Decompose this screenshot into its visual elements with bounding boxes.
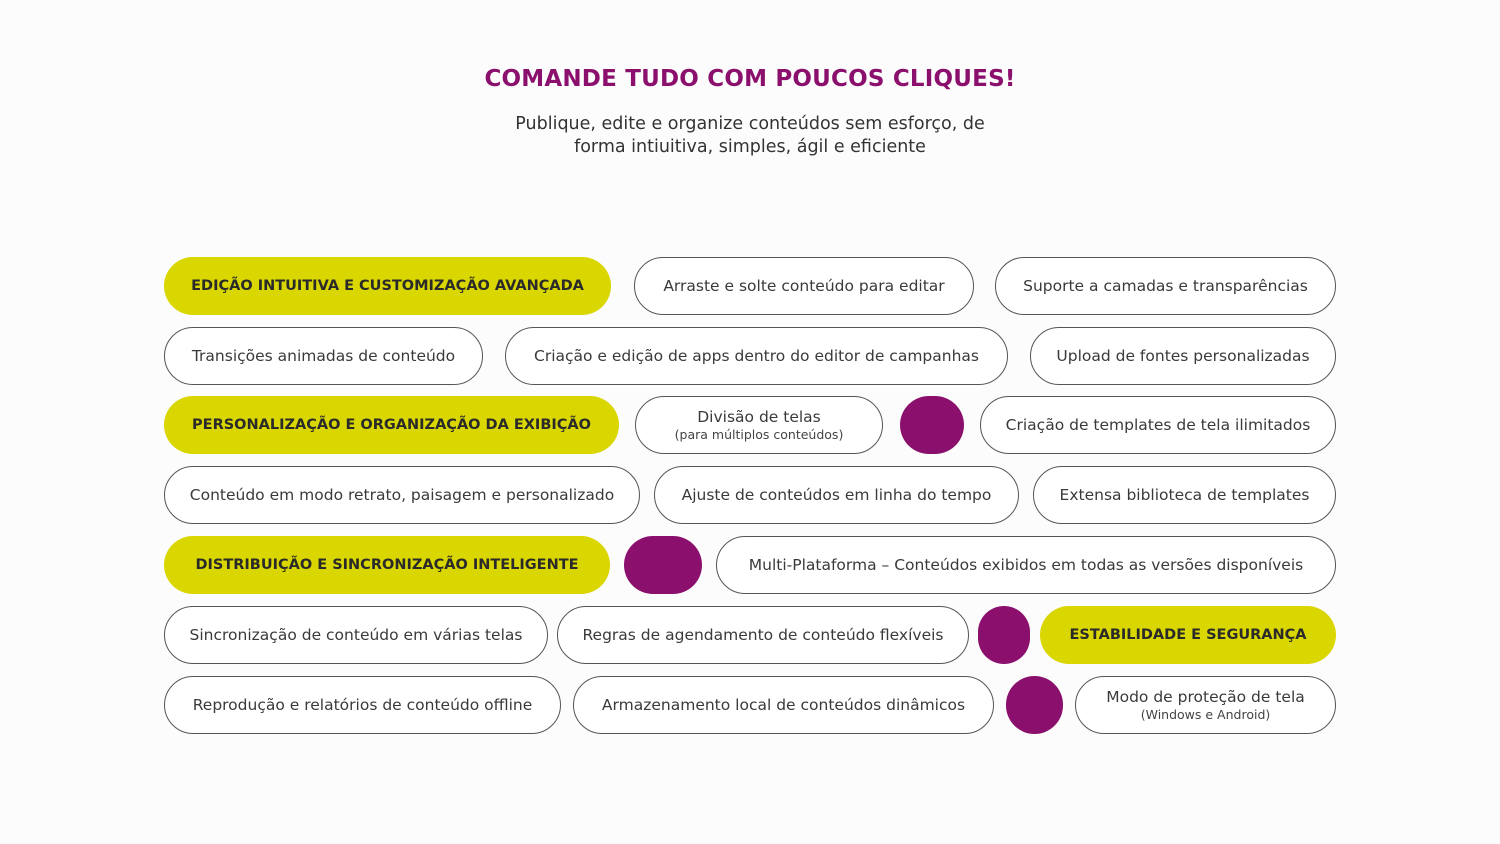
feature-note: (Windows e Android) — [1140, 707, 1271, 722]
decorative-dot — [900, 396, 964, 454]
feature-pill-linha-tempo: Ajuste de conteúdos em linha do tempo — [654, 466, 1019, 524]
decorative-dot — [1006, 676, 1063, 734]
category-label: PERSONALIZAÇÃO E ORGANIZAÇÃO DA EXIBIÇÃO — [192, 416, 591, 433]
feature-pill-divisao: Divisão de telas (para múltiplos conteúd… — [635, 396, 883, 454]
category-label: DISTRIBUIÇÃO E SINCRONIZAÇÃO INTELIGENTE — [195, 556, 579, 573]
feature-pill-camadas: Suporte a camadas e transparências — [995, 257, 1336, 315]
feature-label: Regras de agendamento de conteúdo flexív… — [582, 625, 944, 644]
feature-pill-sincronizacao: Sincronização de conteúdo em várias tela… — [164, 606, 548, 664]
category-pill-personalizacao: PERSONALIZAÇÃO E ORGANIZAÇÃO DA EXIBIÇÃO — [164, 396, 619, 454]
feature-label: Multi-Plataforma – Conteúdos exibidos em… — [748, 555, 1304, 574]
feature-label: Transições animadas de conteúdo — [191, 346, 456, 365]
feature-label: Upload de fontes personalizadas — [1056, 346, 1310, 365]
feature-pill-templates-tela: Criação de templates de tela ilimitados — [980, 396, 1336, 454]
feature-pill-protecao-tela: Modo de proteção de tela (Windows e Andr… — [1075, 676, 1336, 734]
subtitle-line-2: forma intiuitiva, simples, ágil e eficie… — [574, 137, 926, 157]
feature-pill-agendamento: Regras de agendamento de conteúdo flexív… — [557, 606, 969, 664]
feature-label: Modo de proteção de tela — [1106, 688, 1305, 706]
decorative-dot — [624, 536, 702, 594]
feature-pill-offline: Reprodução e relatórios de conteúdo offl… — [164, 676, 561, 734]
feature-pill-arraste: Arraste e solte conteúdo para editar — [634, 257, 974, 315]
feature-label: Ajuste de conteúdos em linha do tempo — [681, 485, 992, 504]
category-pill-estabilidade: ESTABILIDADE E SEGURANÇA — [1040, 606, 1336, 664]
decorative-dot — [978, 606, 1030, 664]
feature-pill-transicoes: Transições animadas de conteúdo — [164, 327, 483, 385]
feature-pill-apps: Criação e edição de apps dentro do edito… — [505, 327, 1008, 385]
category-pill-edicao: EDIÇÃO INTUITIVA E CUSTOMIZAÇÃO AVANÇADA — [164, 257, 611, 315]
page-title: COMANDE TUDO COM POUCOS CLIQUES! — [484, 66, 1016, 92]
category-pill-distribuicao: DISTRIBUIÇÃO E SINCRONIZAÇÃO INTELIGENTE — [164, 536, 610, 594]
feature-pill-modo-retrato: Conteúdo em modo retrato, paisagem e per… — [164, 466, 640, 524]
feature-label: Divisão de telas — [697, 408, 821, 426]
feature-pill-biblioteca: Extensa biblioteca de templates — [1033, 466, 1336, 524]
feature-label: Armazenamento local de conteúdos dinâmic… — [601, 695, 966, 714]
feature-note: (para múltiplos conteúdos) — [674, 427, 844, 442]
category-label: EDIÇÃO INTUITIVA E CUSTOMIZAÇÃO AVANÇADA — [191, 277, 584, 294]
feature-label: Conteúdo em modo retrato, paisagem e per… — [189, 485, 615, 504]
feature-label: Sincronização de conteúdo em várias tela… — [189, 625, 523, 644]
feature-label: Arraste e solte conteúdo para editar — [663, 276, 945, 295]
feature-label: Suporte a camadas e transparências — [1023, 276, 1308, 295]
category-label: ESTABILIDADE E SEGURANÇA — [1069, 626, 1307, 643]
feature-label: Criação e edição de apps dentro do edito… — [534, 346, 979, 365]
feature-pill-armazenamento: Armazenamento local de conteúdos dinâmic… — [573, 676, 994, 734]
feature-label: Criação de templates de tela ilimitados — [1005, 415, 1311, 434]
feature-pill-fontes: Upload de fontes personalizadas — [1030, 327, 1336, 385]
feature-label: Extensa biblioteca de templates — [1059, 485, 1310, 504]
feature-label: Reprodução e relatórios de conteúdo offl… — [192, 695, 533, 714]
page-subtitle: Publique, edite e organize conteúdos sem… — [450, 113, 1050, 159]
feature-pill-multiplataforma: Multi-Plataforma – Conteúdos exibidos em… — [716, 536, 1336, 594]
subtitle-line-1: Publique, edite e organize conteúdos sem… — [515, 114, 985, 134]
